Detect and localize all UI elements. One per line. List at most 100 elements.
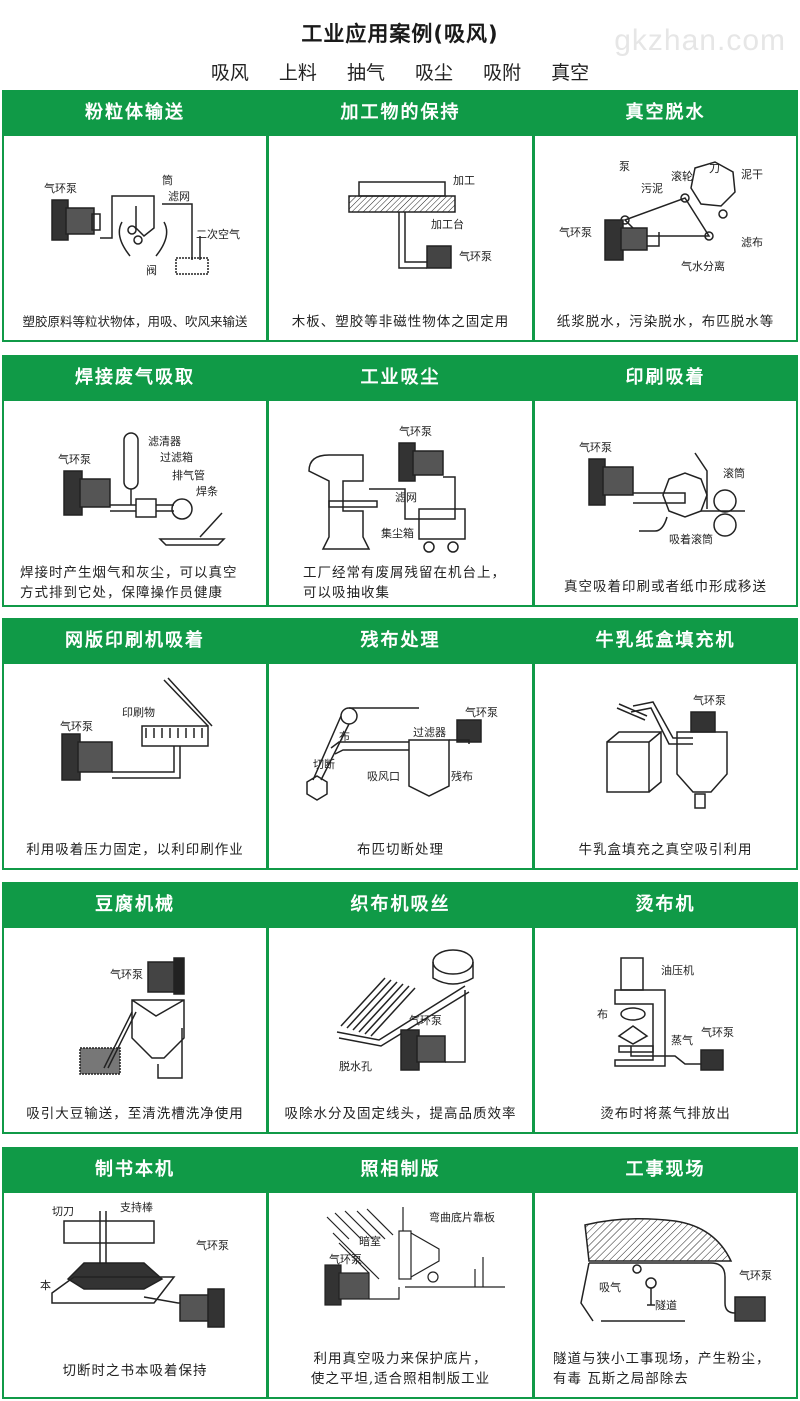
- diagram-label: 滤网: [168, 190, 190, 203]
- case-title: 粉粒体输送: [2, 90, 268, 136]
- caption-line: 隧道与狭小工事现场，产生粉尘，: [553, 1351, 771, 1367]
- diagram-label: 布: [339, 730, 350, 743]
- case-row-3: 网版印刷机吸着 印刷物 气环泵 利用吸着压力固定，以利印刷作业 残布处理: [2, 618, 798, 870]
- diagram-label: 滚筒: [723, 467, 745, 480]
- diagram-label: 气环泵: [739, 1269, 772, 1282]
- diagram-label: 蒸气: [671, 1034, 693, 1047]
- site-watermark: gkzhan.com: [614, 24, 786, 57]
- diagram-label: 气环泵: [58, 453, 91, 466]
- caption-line: 可以吸抽收集: [303, 585, 390, 601]
- case-caption: 布匹切断处理: [357, 842, 444, 858]
- diagram-label: 排气管: [172, 469, 205, 482]
- case-title: 织布机吸丝: [267, 882, 534, 928]
- case-row-2: 焊接废气吸取 滤清器 过滤箱 气环泵 排气管 焊条 焊接时产生烟气和灰尘，可以真…: [2, 355, 798, 607]
- keyword: 抽气: [346, 62, 385, 84]
- ironing-machine-diagram: [614, 957, 724, 1071]
- diagram-label: 过滤箱: [160, 451, 193, 464]
- keyword: 吸尘: [415, 62, 454, 84]
- diagram-label: 切断: [313, 758, 335, 771]
- case-title: 豆腐机械: [2, 882, 268, 928]
- caption-line: 使之平坦,适合照相制版工业: [310, 1371, 491, 1387]
- diagram-label: 暗室: [359, 1235, 381, 1248]
- case-card-photo-plate-making: 照相制版 弯曲底片靠板 暗室 气环泵 利用真空吸力来保护底片， 使之平坦,适合照…: [267, 1147, 534, 1399]
- caption-line: 利用真空吸力来保护底片，: [313, 1351, 488, 1367]
- keyword: 吸风: [210, 62, 249, 84]
- diagram-label: 吸风口: [367, 770, 400, 783]
- page-title: 工业应用案例(吸风): [301, 22, 499, 46]
- diagram-label: 气环泵: [579, 441, 612, 454]
- case-title: 残布处理: [267, 618, 534, 664]
- keyword: 真空: [551, 62, 590, 84]
- case-card-print-suction: 印刷吸着 气环泵 滚筒 吸着滚筒 真空吸着印刷或者纸巾形成移送: [533, 355, 798, 607]
- dust-collection-diagram: [308, 442, 466, 553]
- case-title: 牛乳纸盒填充机: [533, 618, 798, 664]
- diagram-label: 滤清器: [148, 435, 181, 448]
- diagram-label: 气环泵: [693, 694, 726, 707]
- diagram-label: 脱水孔: [339, 1060, 372, 1073]
- diagram-label: 气环泵: [44, 182, 77, 195]
- diagram-label: 支持棒: [120, 1201, 153, 1214]
- case-caption: 焊接时产生烟气和灰尘，可以真空 方式排到它处，保障操作员健康: [4, 563, 266, 603]
- diagram-label: 气环泵: [329, 1253, 362, 1266]
- case-title: 工业吸尘: [267, 355, 534, 401]
- diagram-label: 弯曲底片靠板: [429, 1211, 495, 1224]
- diagram-label: 气环泵: [409, 1014, 442, 1027]
- case-title: 照相制版: [267, 1147, 534, 1193]
- photo-plate-diagram: [324, 1207, 505, 1306]
- case-caption: 真空吸着印刷或者纸巾形成移送: [564, 579, 767, 595]
- milk-carton-diagram: [606, 701, 728, 809]
- diagram-label: 切刀: [52, 1205, 74, 1218]
- diagram-label: 滤网: [395, 491, 417, 504]
- diagram-label: 二次空气: [196, 228, 240, 241]
- diagram-label: 气环泵: [459, 250, 492, 263]
- powder-conveying-diagram: [51, 195, 209, 275]
- diagram-label: 油压机: [661, 964, 694, 977]
- case-caption: 吸除水分及固定线头，提高品质效率: [284, 1106, 517, 1122]
- diagram-label: 气环泵: [110, 968, 143, 981]
- diagram-label: 气环泵: [196, 1239, 229, 1252]
- case-card-book-binding-machine: 制书本机 切刀 支持棒 气环泵 本 切断时之书本吸着保持: [2, 1147, 268, 1399]
- caption-line: 有毒 瓦斯之局部除去: [553, 1371, 689, 1387]
- case-title: 网版印刷机吸着: [2, 618, 268, 664]
- diagram-label: 本: [40, 1279, 51, 1292]
- diagram-label: 气环泵: [559, 226, 592, 239]
- welding-fume-diagram: [63, 432, 226, 546]
- scrap-cloth-diagram: [306, 707, 482, 801]
- keyword-list: 吸风 上料 抽气 吸尘 吸附 真空: [0, 58, 800, 85]
- case-row-4: 豆腐机械 气环泵 吸引大豆输送，至清洗槽洗净使用 织布机吸丝: [2, 882, 798, 1134]
- diagram-label: 印刷物: [122, 706, 155, 719]
- case-card-tofu-machinery: 豆腐机械 气环泵 吸引大豆输送，至清洗槽洗净使用: [2, 882, 268, 1134]
- diagram-label: 阀: [146, 264, 157, 277]
- case-caption: 隧道与狭小工事现场，产生粉尘， 有毒 瓦斯之局部除去: [535, 1349, 796, 1389]
- case-title: 真空脱水: [533, 90, 798, 136]
- caption-line: 焊接时产生烟气和灰尘，可以真空: [20, 565, 238, 581]
- case-card-construction-site: 工事现场 气环泵 吸气 隧道 隧道与狭小工事现场，产生粉尘， 有毒 瓦斯: [533, 1147, 798, 1399]
- caption-line: 方式排到它处，保障操作员健康: [20, 585, 223, 601]
- vacuum-dewatering-diagram: [604, 161, 736, 261]
- case-caption: 牛乳盒填充之真空吸引利用: [578, 842, 753, 858]
- diagram-label: 加工台: [431, 218, 464, 231]
- caption-line: 工厂经常有废屑残留在机台上，: [303, 565, 506, 581]
- case-title: 工事现场: [533, 1147, 798, 1193]
- case-card-vacuum-dewatering: 真空脱水 泵 污泥 滚轮 刀 泥干 气环泵 滤布 气水分离 纸浆脱水，污染脱水，…: [533, 90, 798, 342]
- case-card-welding-fume-extraction: 焊接废气吸取 滤清器 过滤箱 气环泵 排气管 焊条 焊接时产生烟气和灰尘，可以真…: [2, 355, 268, 607]
- diagram-label: 焊条: [196, 485, 218, 498]
- book-binding-diagram: [51, 1211, 225, 1328]
- case-title: 印刷吸着: [533, 355, 798, 401]
- case-caption: 烫布时将蒸气排放出: [600, 1106, 731, 1122]
- workpiece-holding-diagram: [348, 181, 456, 269]
- construction-site-diagram: [580, 1218, 766, 1322]
- case-title: 制书本机: [2, 1147, 268, 1193]
- case-caption: 工厂经常有废屑残留在机台上， 可以吸抽收集: [269, 563, 532, 603]
- case-card-industrial-dust-collection: 工业吸尘 气环泵 滤网 集尘箱 工厂经常有废屑残留在机台上， 可以吸抽收集: [267, 355, 534, 607]
- keyword: 吸附: [483, 62, 522, 84]
- case-card-scrap-cloth-handling: 残布处理 气环泵 布 过滤器 切断 吸风口 残布 布匹切断处理: [267, 618, 534, 870]
- tofu-machinery-diagram: [79, 957, 185, 1079]
- case-caption: 木板、塑胶等非磁性物体之固定用: [291, 314, 510, 330]
- case-row-5: 制书本机 切刀 支持棒 气环泵 本 切断时之书本吸着保持 照相制版: [2, 1147, 798, 1399]
- diagram-label: 加工: [453, 174, 475, 187]
- diagram-label: 滚轮: [671, 170, 693, 183]
- print-suction-diagram: [588, 452, 745, 537]
- case-row-1: 粉粒体输送 气环泵 筒 滤网 二次空气 阀 塑胶原料等粒状物体，用吸、吹风来输送…: [2, 90, 798, 342]
- diagram-label: 气水分离: [681, 260, 725, 273]
